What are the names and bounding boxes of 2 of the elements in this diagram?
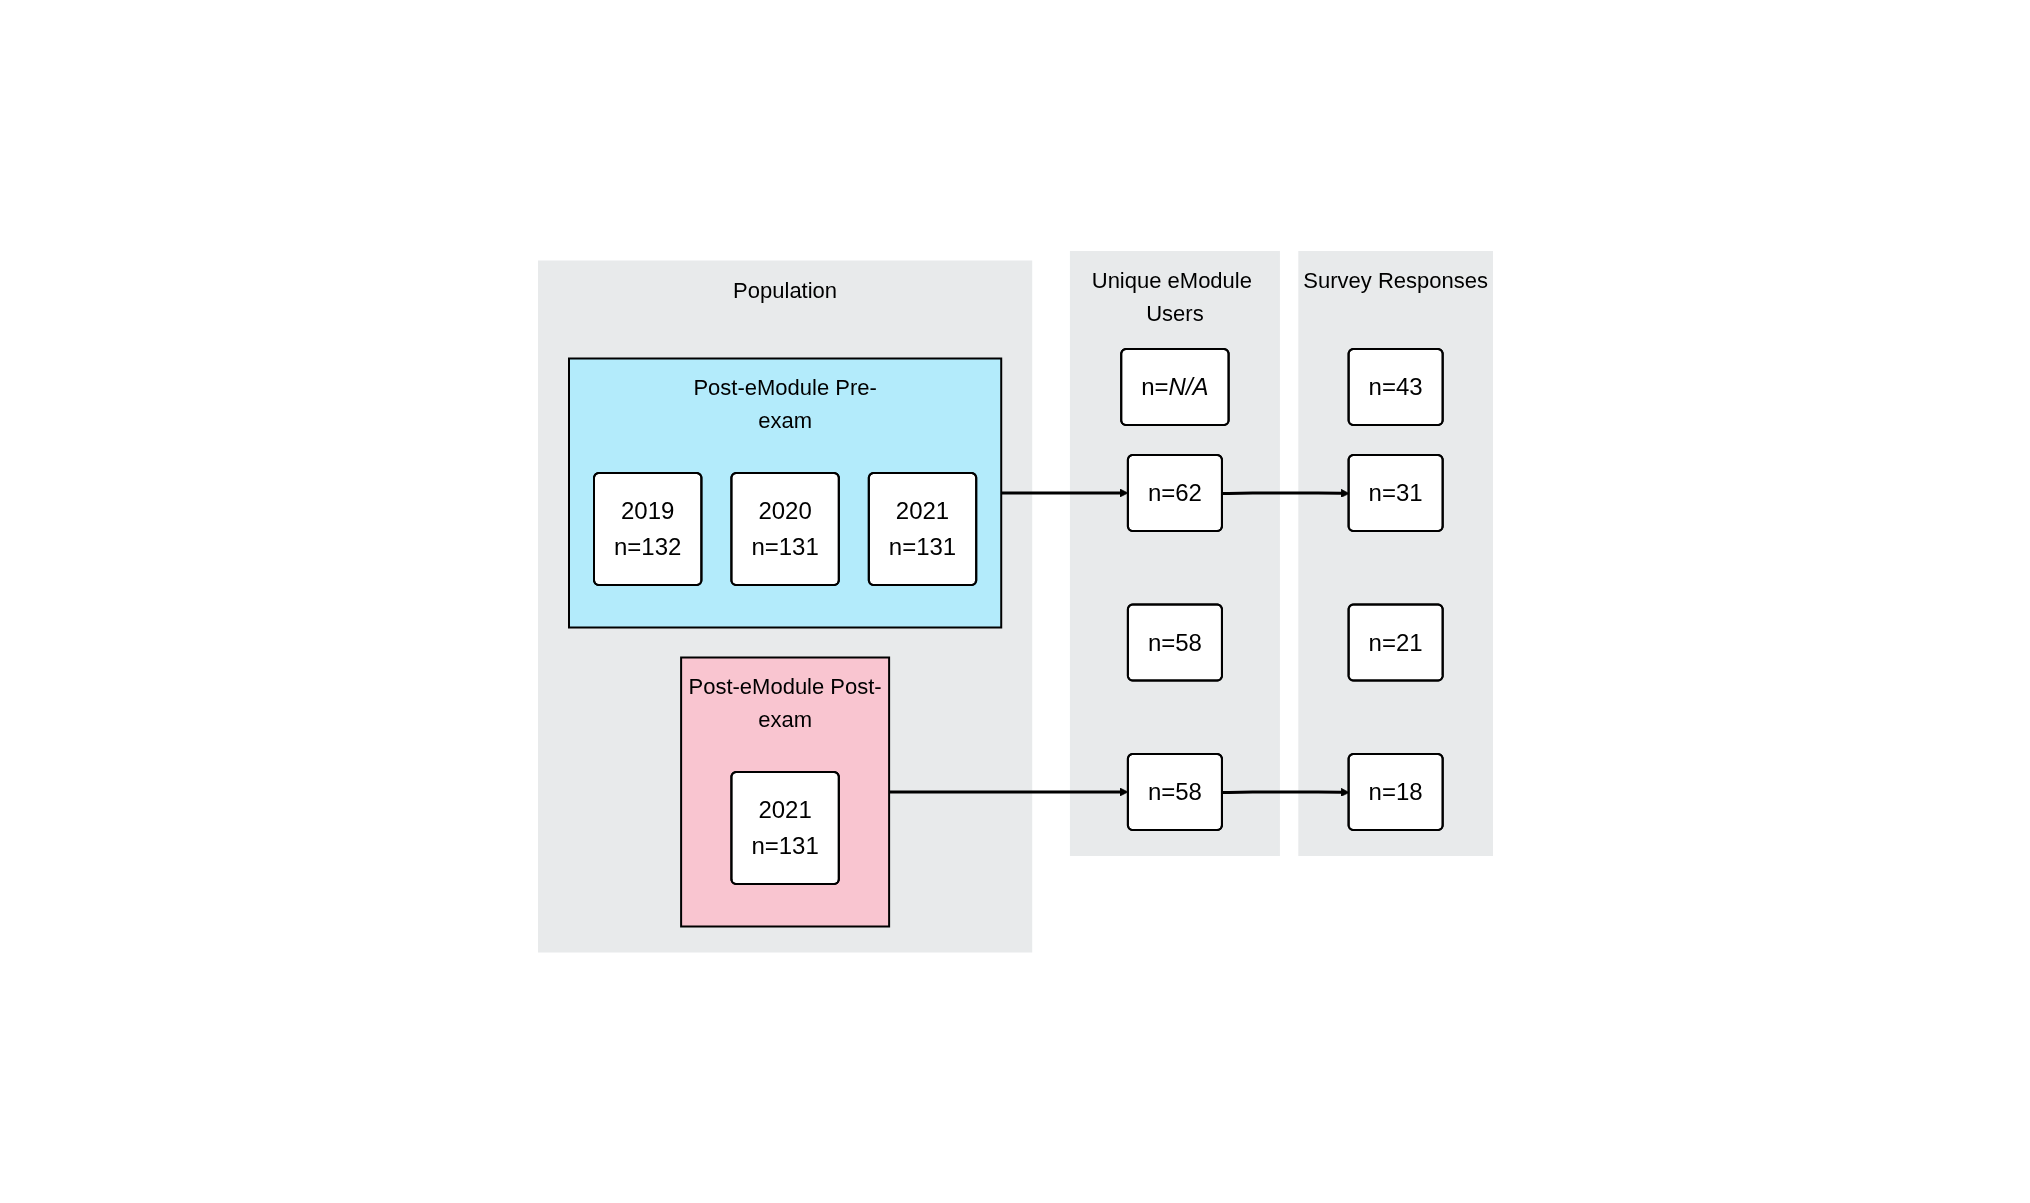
arrow xyxy=(1000,488,1128,498)
arrow xyxy=(888,787,1128,797)
